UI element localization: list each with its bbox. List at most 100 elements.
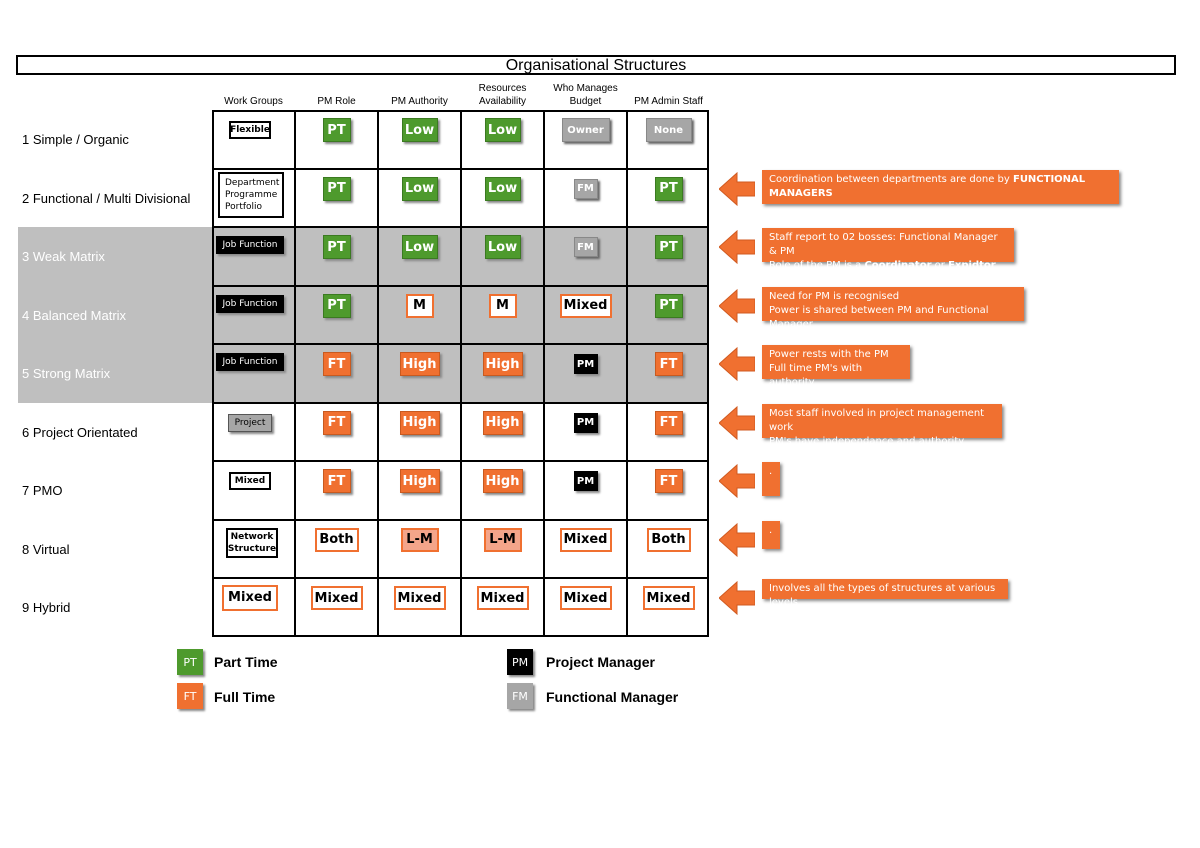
row-label: 1 Simple / Organic bbox=[22, 132, 129, 147]
note-line: . bbox=[769, 524, 773, 538]
grid-hline bbox=[212, 577, 709, 579]
pm-authority-badge: L-M bbox=[400, 527, 439, 552]
note-callout: Power rests with the PM Full time PM's wi… bbox=[762, 345, 910, 388]
column-header: Resources Availability bbox=[478, 83, 527, 107]
column-header: PM Admin Staff bbox=[634, 96, 703, 107]
budget-badge: FM bbox=[573, 178, 598, 199]
row-label: 8 Virtual bbox=[22, 541, 70, 557]
pm-authority-badge: M bbox=[405, 293, 434, 318]
budget-badge: PM bbox=[573, 354, 598, 374]
column-header: Who Manages Budget bbox=[553, 83, 618, 107]
pm-authority-badge: Low bbox=[401, 118, 438, 142]
pm-authority-badge: High bbox=[399, 410, 440, 435]
grid-hline bbox=[212, 460, 709, 462]
pm-role-badge: FT bbox=[322, 352, 351, 376]
column-header: Work Groups bbox=[224, 96, 283, 107]
note-text: . bbox=[769, 466, 773, 477]
grid-hline bbox=[212, 518, 709, 521]
grid-vline bbox=[543, 110, 545, 637]
work-group-badge: Department Programme Portfolio bbox=[218, 171, 284, 218]
note-text: Most staff involved in project managemen… bbox=[769, 407, 985, 433]
legend-label: Part Time bbox=[214, 654, 278, 670]
note-line: Need for PM is recognised bbox=[769, 290, 1017, 304]
note-text: Need for PM is recognised bbox=[769, 290, 900, 302]
resources-badge: Mixed bbox=[476, 586, 529, 610]
budget-badge: PM bbox=[573, 471, 598, 491]
legend-label: Project Manager bbox=[546, 654, 655, 670]
note-line: Full time PM's with authority bbox=[769, 362, 903, 390]
resources-badge: M bbox=[488, 293, 517, 318]
row-label: 5 Strong Matrix bbox=[22, 366, 111, 381]
note-line: Role of the PM is a Coordinator or Expid… bbox=[769, 259, 1007, 273]
admin-badge: Mixed bbox=[642, 586, 695, 610]
admin-badge: FT bbox=[654, 410, 683, 435]
resources-badge: High bbox=[482, 410, 523, 435]
note-text: . bbox=[769, 524, 773, 536]
work-group-badge: Project bbox=[228, 413, 272, 432]
note-line: Most staff involved in project managemen… bbox=[769, 407, 995, 435]
work-group-badge: Mixed bbox=[222, 585, 278, 611]
work-group-badge: Mixed bbox=[229, 472, 271, 490]
note-text: Involves all the types of structures at … bbox=[769, 583, 996, 608]
budget-badge: FM bbox=[573, 237, 598, 257]
admin-badge: PT bbox=[654, 176, 683, 201]
left-arrow-icon bbox=[718, 346, 756, 382]
legend-label: Functional Manager bbox=[546, 689, 679, 705]
pm-role-badge: PT bbox=[322, 293, 351, 318]
admin-badge: None bbox=[645, 118, 692, 142]
pm-role-badge: Both bbox=[314, 527, 359, 552]
note-callout: . bbox=[762, 462, 780, 496]
grid-hline bbox=[212, 343, 709, 345]
left-arrow-icon bbox=[718, 405, 756, 441]
note-callout: . bbox=[762, 520, 780, 549]
resources-badge: Low bbox=[484, 176, 521, 201]
budget-badge: Mixed bbox=[559, 586, 612, 610]
resources-badge: Low bbox=[484, 235, 521, 259]
row-label: 4 Balanced Matrix bbox=[22, 307, 127, 323]
row-label: 6 Project Orientated bbox=[22, 424, 138, 440]
note-line: Power rests with the PM bbox=[769, 348, 903, 362]
note-text: Role of the PM is a bbox=[769, 260, 865, 271]
left-arrow-icon bbox=[718, 522, 756, 558]
admin-badge: PT bbox=[654, 293, 683, 318]
page-title: Organisational Structures bbox=[16, 55, 1176, 75]
grid-vline bbox=[294, 110, 296, 637]
pm-role-badge: FT bbox=[322, 410, 351, 435]
pm-role-badge: PT bbox=[322, 118, 351, 142]
work-group-badge: Job Function bbox=[216, 294, 284, 313]
admin-badge: FT bbox=[654, 352, 683, 376]
pm-authority-badge: High bbox=[399, 469, 440, 493]
grid-hline bbox=[212, 284, 709, 287]
left-arrow-icon bbox=[718, 580, 756, 616]
grid-vline bbox=[460, 110, 462, 637]
budget-badge: PM bbox=[573, 412, 598, 433]
note-text: Power rests with the PM bbox=[769, 349, 889, 360]
legend-fm-badge: FM bbox=[507, 683, 533, 709]
legend-pt-badge: PT bbox=[177, 649, 203, 675]
admin-badge: Both bbox=[646, 527, 691, 552]
row-label: 7 PMO bbox=[22, 483, 63, 498]
grid-vline bbox=[626, 110, 628, 637]
grid-hline bbox=[212, 226, 709, 228]
pm-role-badge: Mixed bbox=[310, 586, 363, 610]
admin-badge: PT bbox=[654, 235, 683, 259]
pm-authority-badge: Mixed bbox=[393, 586, 446, 610]
note-line: Power is shared between PM and Functiona… bbox=[769, 304, 1017, 332]
note-callout: Most staff involved in project managemen… bbox=[762, 403, 1002, 447]
note-line: Coordination between departments are don… bbox=[769, 173, 1112, 201]
left-arrow-icon bbox=[718, 463, 756, 499]
note-text: Expidtor bbox=[948, 260, 996, 271]
row-label: 2 Functional / Multi Divisional bbox=[22, 190, 191, 206]
note-callout: Involves all the types of structures at … bbox=[762, 579, 1008, 608]
left-arrow-icon bbox=[718, 288, 756, 324]
note-text: Power is shared between PM and Functiona… bbox=[769, 304, 989, 330]
work-group-badge: Job Function bbox=[216, 236, 284, 254]
budget-badge: Mixed bbox=[559, 293, 612, 318]
legend-ft-badge: FT bbox=[177, 683, 203, 709]
resources-badge: High bbox=[482, 352, 523, 376]
pm-role-badge: PT bbox=[322, 235, 351, 259]
pm-authority-badge: Low bbox=[401, 235, 438, 259]
legend-label: Full Time bbox=[214, 689, 276, 705]
row-label: 9 Hybrid bbox=[22, 600, 71, 615]
column-header: PM Role bbox=[317, 96, 356, 107]
